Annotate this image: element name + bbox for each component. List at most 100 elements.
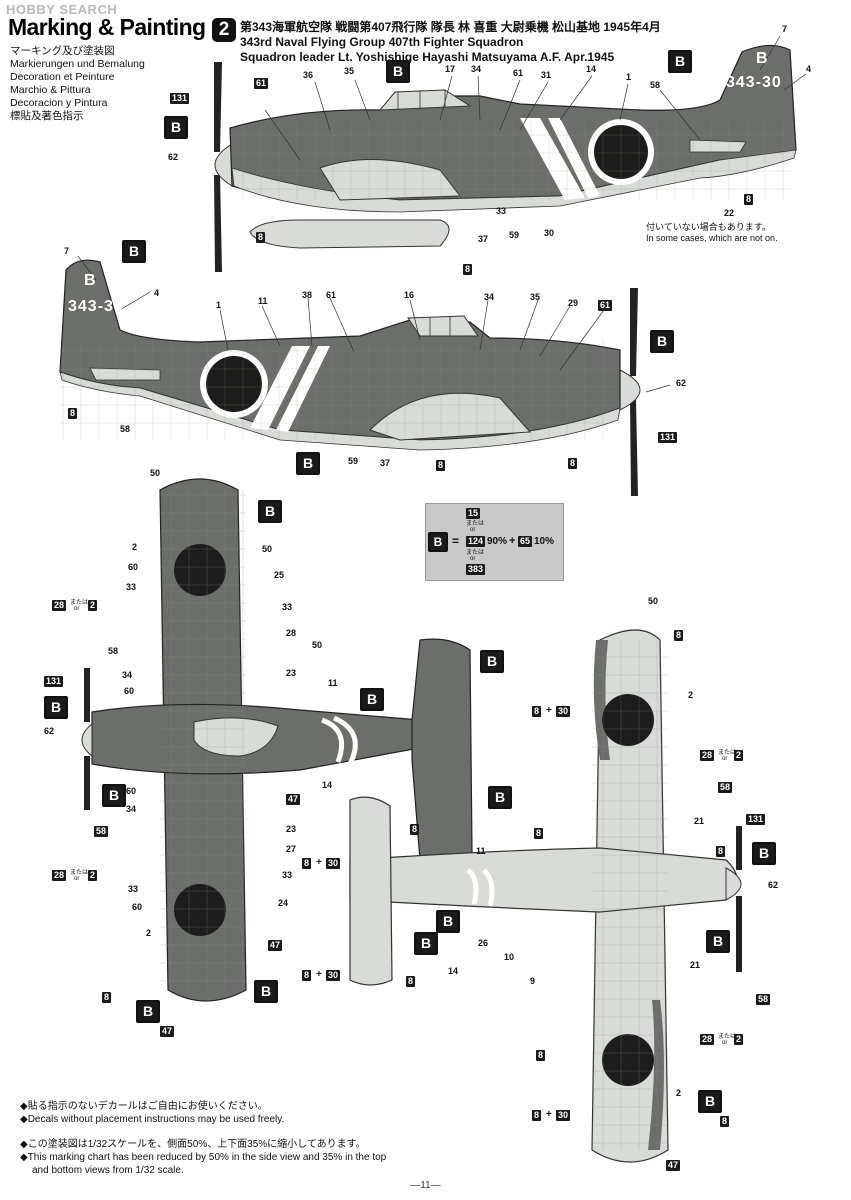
callout-14: 14: [586, 64, 597, 74]
callout-8: 8: [256, 232, 266, 243]
watermark: HOBBY SEARCH: [6, 2, 118, 17]
callout-28: 28: [52, 600, 67, 611]
paint-b-callout: B: [254, 980, 278, 1003]
callout-9: 9: [530, 976, 536, 986]
callout-50: 50: [150, 468, 161, 478]
callout-47: 47: [666, 1160, 681, 1171]
lang-title-it: Marchio & Pittura: [10, 84, 91, 96]
callout-28: 28: [52, 870, 67, 881]
callout-33: 33: [496, 206, 507, 216]
legend-key: B: [428, 532, 448, 552]
paint-b-callout: B: [752, 842, 776, 865]
callout-38: 38: [302, 290, 313, 300]
plus-sign: +: [316, 969, 322, 980]
callout-33: 33: [282, 602, 293, 612]
legend-or-en-1: or: [470, 527, 476, 533]
callout-8: 8: [302, 858, 312, 869]
lang-title-fr: Decoration et Peinture: [10, 71, 115, 83]
legend-color-65: 65: [518, 536, 533, 547]
callout-58: 58: [94, 826, 109, 837]
callout-8: 8: [302, 970, 312, 981]
callout-4: 4: [806, 64, 812, 74]
callout-47: 47: [286, 794, 301, 805]
legend-color-383: 383: [466, 564, 486, 575]
scheme-title-en-1: 343rd Naval Flying Group 407th Fighter S…: [240, 35, 524, 49]
paint-b-callout: B: [164, 116, 188, 139]
page-number: —11—: [410, 1180, 441, 1191]
tail-letter-side1: B: [756, 50, 769, 67]
callout-61: 61: [326, 290, 337, 300]
callout-4: 4: [154, 288, 160, 298]
paint-b-callout: B: [436, 910, 460, 933]
callout-33: 33: [126, 582, 137, 592]
callout-28: 28: [700, 750, 715, 761]
callout-2: 2: [88, 600, 98, 611]
callout-58: 58: [650, 80, 661, 90]
side-note-en: In some cases, which are not on.: [646, 233, 778, 243]
callout-62: 62: [676, 378, 687, 388]
or-jp: または: [70, 870, 89, 876]
callout-23: 23: [286, 668, 297, 678]
callout-35: 35: [344, 66, 355, 76]
paint-b-callout: B: [706, 930, 730, 953]
or-en: or: [722, 756, 728, 762]
fuselage-code-side1: 343-30: [726, 74, 782, 91]
paint-b-callout: B: [488, 786, 512, 809]
callout-17: 17: [445, 64, 456, 74]
side-view-left-facing: [214, 44, 797, 272]
top-view: [81, 478, 473, 1002]
callout-61: 61: [254, 78, 269, 89]
callout-59: 59: [348, 456, 359, 466]
plus-sign: +: [546, 1109, 552, 1120]
callout-30: 30: [544, 228, 555, 238]
callout-131: 131: [44, 676, 64, 687]
callout-8: 8: [534, 828, 544, 839]
side-note-jp: 付いていない場合もあります。: [646, 222, 771, 232]
callout-58: 58: [756, 994, 771, 1005]
paint-b-callout: B: [122, 240, 146, 263]
page-title: Marking & Painting: [8, 14, 206, 40]
paint-b-callout: B: [698, 1090, 722, 1113]
legend-plus: +: [509, 535, 516, 547]
callout-33: 33: [282, 870, 293, 880]
side-view-right-facing: [59, 259, 641, 496]
callout-47: 47: [160, 1026, 175, 1037]
callout-8: 8: [463, 264, 473, 275]
callout-37: 37: [380, 458, 391, 468]
footnote-2-en-2: and bottom views from 1/32 scale.: [32, 1165, 184, 1176]
legend-or-en-2: or: [470, 556, 476, 562]
callout-8: 8: [744, 194, 754, 205]
callout-30: 30: [326, 858, 341, 869]
callout-27: 27: [286, 844, 297, 854]
or-en: or: [74, 606, 80, 612]
callout-8: 8: [406, 976, 416, 987]
paint-b-callout: B: [668, 50, 692, 73]
scheme-number-badge: 2: [212, 18, 236, 42]
callout-8: 8: [532, 1110, 542, 1121]
callout-2: 2: [688, 690, 694, 700]
tail-letter-side2: B: [84, 272, 97, 289]
footnote-2-en-1: ◆This marking chart has been reduced by …: [20, 1152, 387, 1163]
callout-2: 2: [88, 870, 98, 881]
plus-sign: +: [316, 857, 322, 868]
callout-1: 1: [216, 300, 222, 310]
footnote-2-jp: ◆この塗装図は1/32スケールを、側面50%、上下面35%に縮小してあります。: [20, 1139, 366, 1150]
callout-25: 25: [274, 570, 285, 580]
callout-35: 35: [530, 292, 541, 302]
callout-60: 60: [126, 786, 137, 796]
scheme-title-en-2: Squadron leader Lt. Yoshishige Hayashi M…: [240, 50, 615, 64]
or-jp: または: [718, 1034, 737, 1040]
callout-50: 50: [312, 640, 323, 650]
footnote-1-jp: ◆貼る指示のないデカールはご自由にお使いください。: [20, 1101, 268, 1112]
callout-62: 62: [768, 880, 779, 890]
callout-16: 16: [404, 290, 415, 300]
callout-21: 21: [694, 816, 705, 826]
callout-8: 8: [68, 408, 78, 419]
callout-61: 61: [598, 300, 613, 311]
paint-b-callout: B: [44, 696, 68, 719]
callout-37: 37: [478, 234, 489, 244]
callout-31: 31: [541, 70, 552, 80]
callout-34: 34: [126, 804, 137, 814]
paint-b-callout: B: [102, 784, 126, 807]
legend-equals: =: [452, 534, 460, 548]
